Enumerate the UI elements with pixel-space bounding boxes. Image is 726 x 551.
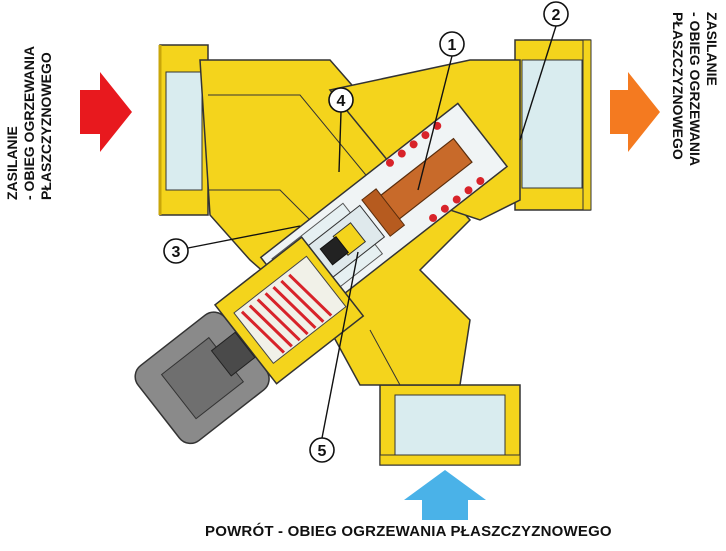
callout-number-2: 2 <box>552 7 561 24</box>
callout-2 <box>519 1 569 141</box>
callout-1 <box>417 31 465 191</box>
flow-arrow-blue-icon <box>404 470 486 520</box>
left-label-line-3: PŁASZCZYZNOWEGO <box>38 52 54 200</box>
callout-5 <box>309 251 359 463</box>
callout-number-4: 4 <box>337 93 346 110</box>
callout-4 <box>328 87 354 173</box>
right-supply-label: ZASILANIE - OBIEG OGRZEWANIA PŁASZCZYZNO… <box>669 12 720 166</box>
left-label-line-2: - OBIEG OGRZEWANIA <box>21 46 37 200</box>
callout-3 <box>163 225 301 264</box>
callout-number-1: 1 <box>448 37 457 54</box>
return-label: POWRÓT - OBIEG OGRZEWANIA PŁASZCZYZNOWEG… <box>205 523 612 540</box>
callout-number-5: 5 <box>318 443 327 460</box>
callout-number-3: 3 <box>172 244 181 261</box>
left-label-line-1: ZASILANIE <box>4 126 20 200</box>
adjustment-knob <box>134 236 365 445</box>
right-label-line-2: - OBIEG OGRZEWANIA <box>687 12 703 166</box>
right-outlet-pipe <box>514 39 592 211</box>
flow-arrow-red-icon <box>80 72 132 152</box>
upper-spring <box>385 121 485 222</box>
flow-arrow-orange-icon <box>610 72 660 152</box>
right-label-line-3: PŁASZCZYZNOWEGO <box>670 12 686 160</box>
right-label-line-1: ZASILANIE <box>704 12 720 86</box>
lower-spring <box>240 273 333 354</box>
bottom-return-pipe <box>379 384 521 466</box>
left-inlet-pipe <box>158 44 209 216</box>
left-supply-label: ZASILANIE - OBIEG OGRZEWANIA PŁASZCZYZNO… <box>4 46 55 200</box>
